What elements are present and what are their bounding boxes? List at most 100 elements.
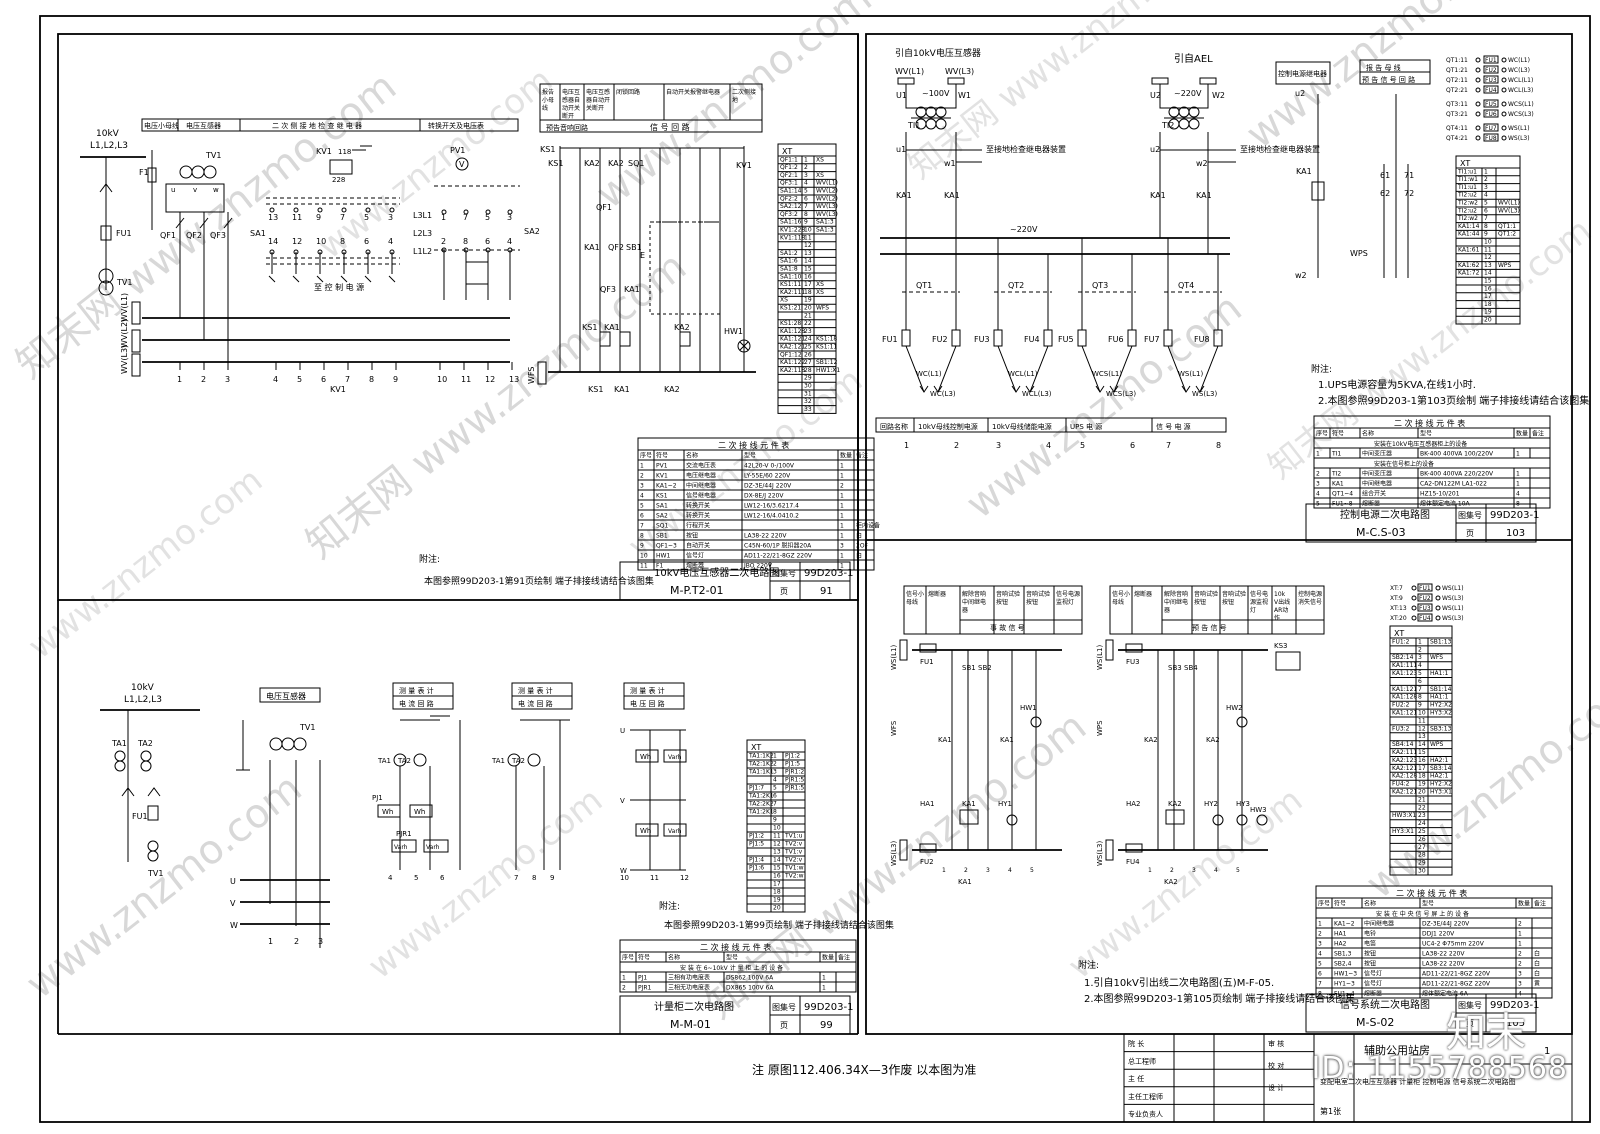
p4-hr-text: 器	[1164, 607, 1170, 614]
p3-footer-label: 10kV母线控制电源	[918, 422, 978, 431]
qt-terminal: QT3:21	[1446, 111, 1468, 118]
p4-sub: 安 装 在 中 央 信 号 屏 上 的 设 备	[1376, 910, 1469, 918]
terminal	[1501, 125, 1507, 131]
signal-system-circuit: 信号小母线熔断器解除音响中间继电器音响试验按钮音响试验按钮信号电源监视灯事 故 …	[890, 583, 1553, 1033]
svg-text:v: v	[193, 186, 197, 194]
p1-header2b-1: 信 号 回 路	[650, 122, 690, 132]
p1-xt-cell: 6	[804, 195, 808, 202]
p2-bus-voltage: 10kV	[131, 683, 155, 693]
p2-u: U	[230, 877, 236, 886]
box	[1417, 583, 1433, 592]
qt-fuse: FU2	[1485, 67, 1497, 74]
terminal	[1475, 87, 1481, 93]
p3-xt-cell: 3	[1484, 184, 1488, 191]
p4-xt-cell: FU3:2	[1392, 725, 1410, 732]
p4-row-cell: 信号灯	[1364, 970, 1382, 978]
term-num: 1	[942, 867, 946, 874]
p4-xt-cell: 28	[1418, 852, 1426, 859]
p4-xt-cell: KA2:111	[1392, 749, 1417, 756]
p2-row-cell: 2	[622, 985, 626, 992]
p2-head-cell: 符号	[638, 954, 650, 962]
p1-xt-cell: WV(L3)	[816, 203, 838, 210]
p1-signal-label: KA2	[608, 159, 624, 168]
box	[1483, 55, 1499, 64]
p4-xt-cell: SB4:14	[1392, 741, 1414, 748]
p3-ctrl: 控制电源继电器	[1278, 69, 1327, 78]
p1-xt-cell: SA2:12	[780, 203, 802, 210]
p1-xt-cell: 32	[804, 398, 812, 405]
p4-hl-text: 按钮	[1026, 598, 1038, 606]
p3-xt-cell: WPS	[1498, 262, 1512, 269]
p2-pt-label: 电压互感器	[266, 691, 306, 701]
wc-label: WS(L3)	[1192, 390, 1217, 398]
p2-xt-cell: PJ1:5	[785, 761, 800, 768]
qt-terminal: QT4:21	[1446, 135, 1468, 142]
pt-secondary-circuit: 10kV L1,L2,L3 FU1 TV1 电压小母线 电压互感器 二 次 侧 …	[80, 83, 880, 601]
qt-terminal: QT2:11	[1446, 77, 1468, 84]
p3-xt-cell: 8	[1484, 223, 1488, 230]
p2-panel-title: 测 量 表 计	[630, 686, 665, 695]
qt-bus: WCL(L3)	[1508, 87, 1533, 94]
p4-tb-code: M-S-02	[1356, 1016, 1394, 1029]
svg-text:w: w	[213, 186, 219, 194]
p4-head-cell: 数量	[1518, 900, 1530, 908]
p4-xt-cell: SB1:13	[1430, 638, 1452, 645]
p4-row-cell: 电铃	[1364, 930, 1376, 938]
p4-head-cell: 序号	[1318, 900, 1330, 908]
p1-row-cell: 白	[856, 532, 862, 540]
box	[1109, 585, 1325, 635]
p4-row-cell: 2	[1318, 931, 1322, 938]
p3-row-cell: 3	[1316, 481, 1320, 488]
p1-hw1: HW1	[724, 327, 743, 336]
tb-role: 校 对	[1268, 1061, 1284, 1070]
p1-row-cell: LY-55E/60 220V	[744, 473, 791, 480]
p3-row-cell: 1	[1316, 451, 1320, 458]
meter-wh: Wh	[382, 808, 393, 816]
p3-xt-cell: TI2:u2	[1457, 207, 1477, 214]
p1-header2-text: 报告	[542, 88, 554, 96]
p4-row-cell: HW1~3	[1334, 971, 1357, 978]
p4-xt-cell: HY3:X1	[1430, 789, 1452, 796]
p4-xt-cell: FU1:2	[1392, 638, 1410, 645]
pjr1-label: PJR1	[396, 830, 412, 838]
p1-row-cell: 白	[856, 552, 862, 560]
p2-terminal-num: 7	[514, 874, 518, 882]
bottom-number: 10	[437, 375, 447, 384]
p3-row-cell: 中间变压器	[1362, 450, 1392, 458]
p1-wv1-label: WV(L1)	[120, 293, 129, 322]
lamp	[1256, 814, 1268, 826]
p4-xt-cell: 18	[1418, 773, 1426, 780]
p3-v220: ~220V	[1174, 89, 1202, 98]
p1-row-cell: 1	[840, 493, 844, 500]
sa1-bot-num: 12	[292, 237, 302, 246]
wire	[1167, 345, 1219, 393]
p3-row-cell: 1	[1516, 471, 1520, 478]
p1-xt-cell: 25	[804, 344, 812, 351]
contact	[463, 209, 469, 215]
sa1-top-num: 3	[388, 213, 393, 222]
p1-tv1-label-left: TV1	[116, 278, 132, 287]
p3-xt-cell: TI2:w2	[1457, 200, 1478, 207]
bottom-number: 9	[393, 375, 398, 384]
bottom-number: 8	[369, 375, 374, 384]
p4-hl-group: 事 故 信 号	[990, 623, 1025, 632]
p1-row-cell: LW12-16/4.0410.2	[744, 513, 799, 520]
p1-row-cell: F1	[656, 563, 663, 570]
p2-xt-cell: TA1:2K1	[748, 793, 774, 800]
term-num: 5	[1030, 867, 1034, 874]
p4-hr-text: 信号小	[1112, 590, 1130, 598]
p4-row-cell: 中间继电器	[1364, 920, 1394, 928]
p2-terminal-num: 6	[440, 874, 445, 882]
p1-signal-label: SQ1	[628, 159, 644, 168]
xt-top-fuse: FU2	[1419, 595, 1431, 602]
sb-label: SB3	[1168, 664, 1182, 672]
p3-footer-num: 3	[996, 441, 1001, 450]
p4-xt-cell: 27	[1418, 844, 1426, 851]
box	[1417, 603, 1433, 612]
box	[1043, 329, 1053, 347]
p4-xt-cell: 24	[1418, 820, 1426, 827]
